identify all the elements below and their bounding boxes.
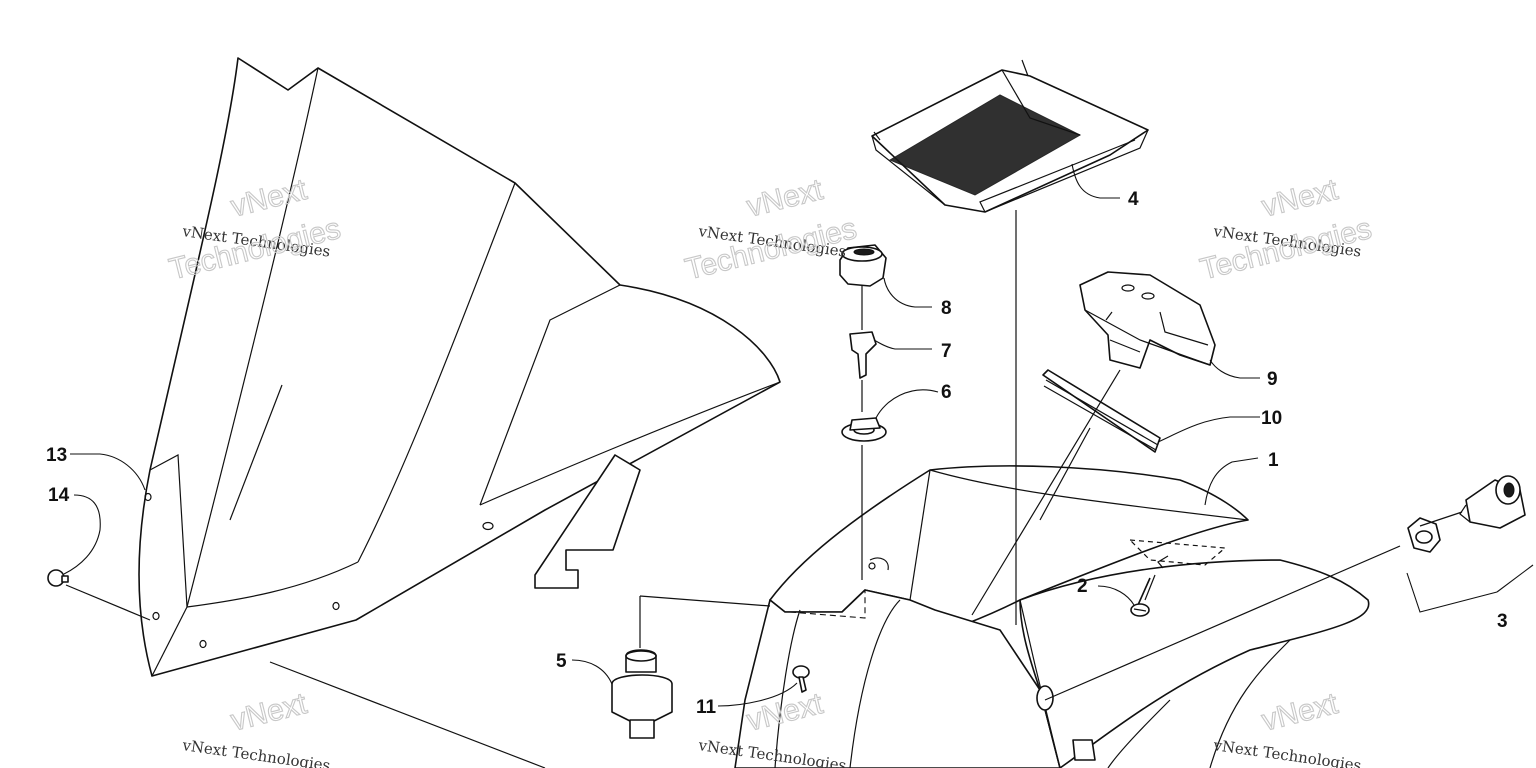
switch bbox=[611, 649, 673, 739]
callout-8: 8 bbox=[941, 298, 952, 319]
seal-strip bbox=[1042, 369, 1161, 453]
ignition-bezel bbox=[839, 244, 887, 287]
callout-4: 4 bbox=[1128, 189, 1139, 210]
svg-text:vNext: vNext bbox=[1259, 173, 1342, 224]
assembly-lines bbox=[65, 210, 1463, 701]
svg-text:vNext: vNext bbox=[744, 173, 827, 224]
storage-net bbox=[871, 59, 1149, 213]
callout-14: 14 bbox=[48, 485, 70, 506]
svg-text:vNext Technologies: vNext Technologies bbox=[1211, 736, 1362, 768]
screw bbox=[1130, 555, 1169, 617]
watermark-6: vNext Technologies vNext bbox=[1211, 686, 1362, 768]
callout-11: 11 bbox=[696, 697, 717, 718]
watermark-2: vNext Technologies Technologies vNext bbox=[681, 172, 860, 287]
svg-text:vNext Technologies: vNext Technologies bbox=[180, 736, 331, 768]
power-outlet bbox=[1407, 475, 1526, 553]
ignition-nut bbox=[841, 417, 887, 442]
callout-10: 10 bbox=[1261, 408, 1282, 429]
leader-lines bbox=[63, 163, 1534, 707]
svg-text:vNext: vNext bbox=[1259, 687, 1342, 738]
callout-5: 5 bbox=[556, 651, 567, 672]
svg-text:vNext: vNext bbox=[228, 687, 311, 738]
callout-9: 9 bbox=[1267, 369, 1278, 390]
storage-cap bbox=[1079, 271, 1216, 369]
ignition-key bbox=[849, 331, 877, 379]
fastener bbox=[792, 665, 810, 693]
callout-2: 2 bbox=[1077, 576, 1088, 597]
callout-3: 3 bbox=[1497, 611, 1508, 632]
callout-7: 7 bbox=[941, 341, 952, 362]
windshield-screw bbox=[47, 569, 69, 587]
callout-6: 6 bbox=[941, 382, 952, 403]
console-body bbox=[734, 465, 1370, 768]
watermark-3: vNext Technologies Technologies vNext bbox=[1196, 172, 1375, 287]
watermark-4: vNext Technologies vNext bbox=[180, 686, 331, 768]
callout-labels: 1 2 3 4 5 6 7 8 9 10 11 13 14 bbox=[46, 189, 1508, 718]
callout-1: 1 bbox=[1268, 450, 1279, 471]
callout-13: 13 bbox=[46, 445, 67, 466]
windshield bbox=[138, 57, 781, 768]
